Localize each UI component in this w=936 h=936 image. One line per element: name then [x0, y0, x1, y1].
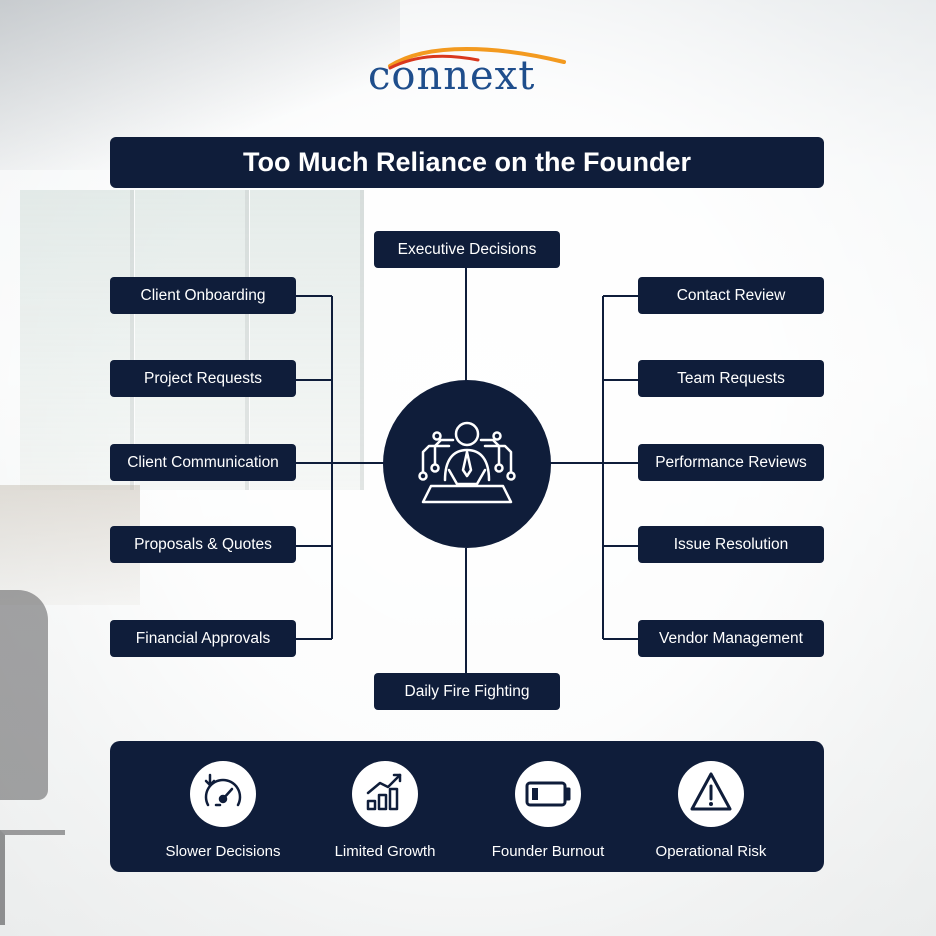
connext-logo: connext: [368, 44, 568, 99]
page-title: Too Much Reliance on the Founder: [242, 147, 691, 177]
speedometer-icon: [204, 773, 242, 807]
logo-wordmark: connext: [368, 53, 536, 99]
window-pane: [250, 190, 364, 490]
window-pane: [135, 190, 249, 490]
impact-icon-circle: [678, 761, 744, 827]
node-vendor-management: Vendor Management: [638, 620, 824, 657]
logo-swoosh: [388, 47, 566, 70]
warning-icon: [690, 772, 732, 811]
node-executive-decisions: Executive Decisions: [374, 231, 560, 268]
node-project-requests: Project Requests: [110, 360, 296, 397]
impact-label: Founder Burnout: [491, 843, 605, 860]
node-issue-resolution: Issue Resolution: [638, 526, 824, 563]
window-pane: [20, 190, 134, 490]
founder-at-desk-icon: [418, 421, 516, 504]
office-chair: [0, 590, 48, 800]
impact-icon-circle: [352, 761, 418, 827]
impact-founder-burnout: Founder Burnout: [473, 761, 623, 860]
impact-slower-decisions: Slower Decisions: [148, 761, 298, 860]
node-proposals-quotes: Proposals & Quotes: [110, 526, 296, 563]
low-battery-icon: [525, 781, 571, 807]
impact-label: Slower Decisions: [165, 843, 281, 860]
node-performance-reviews: Performance Reviews: [638, 444, 824, 481]
impact-panel: Slower Decisions Limited Growth: [110, 741, 824, 872]
node-team-requests: Team Requests: [638, 360, 824, 397]
impact-operational-risk: Operational Risk: [636, 761, 786, 860]
impact-limited-growth: Limited Growth: [310, 761, 460, 860]
node-client-onboarding: Client Onboarding: [110, 277, 296, 314]
impact-icon-circle: [190, 761, 256, 827]
node-financial-approvals: Financial Approvals: [110, 620, 296, 657]
title-bar: Too Much Reliance on the Founder: [110, 137, 824, 188]
impact-icon-circle: [515, 761, 581, 827]
impact-label: Operational Risk: [655, 843, 767, 860]
node-daily-fire-fighting: Daily Fire Fighting: [374, 673, 560, 710]
founder-hub: [383, 380, 551, 548]
node-client-communication: Client Communication: [110, 444, 296, 481]
bar-growth-icon: [366, 773, 402, 811]
chair-base: [0, 830, 65, 925]
impact-label: Limited Growth: [334, 843, 436, 860]
node-contact-review: Contact Review: [638, 277, 824, 314]
